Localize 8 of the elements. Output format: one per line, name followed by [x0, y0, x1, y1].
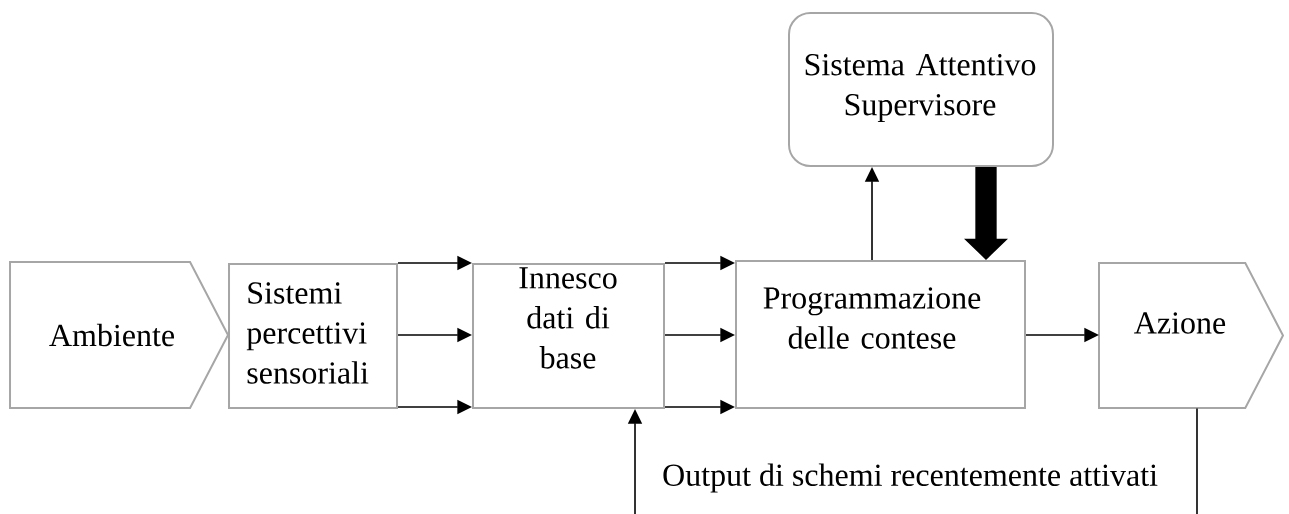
process-box: Innesco dati di base	[472, 263, 665, 409]
rounded-box: Sistema Attentivo Supervisore	[788, 12, 1054, 167]
pentagon-box: Azione	[1098, 262, 1285, 409]
process-box: Sistemi percettivi sensoriali	[228, 263, 398, 409]
arrow	[627, 407, 1198, 514]
pentagon-box: Ambiente	[9, 261, 230, 409]
process-box: Programmazione delle contese	[735, 260, 1026, 409]
edge-label: Output di schemi recentemente attivati	[659, 460, 1161, 496]
